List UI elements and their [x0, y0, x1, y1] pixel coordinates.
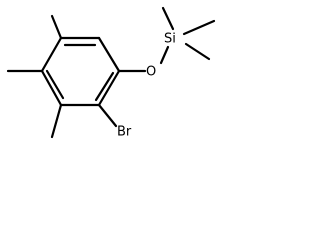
bromine-bond: [97, 103, 118, 128]
ring-bond-6: [40, 36, 63, 73]
ring-bond-2: [97, 36, 121, 73]
ring-double-bond-right: [94, 71, 115, 102]
oxygen-label: O: [146, 65, 156, 80]
bromine-label: Br: [117, 125, 132, 140]
ring-double-bond-left: [45, 69, 65, 100]
molecule-canvas: O Si Br: [0, 0, 221, 151]
silicon-methyl-bond-2: [182, 19, 216, 36]
methyl-bond-bottom: [50, 103, 63, 139]
molecule-structure: O Si Br: [6, 6, 216, 140]
ring-bond-5: [40, 69, 63, 107]
methyl-bond-top: [50, 14, 63, 40]
ring-bond-3: [97, 69, 121, 107]
silicon-methyl-bond-1: [161, 6, 175, 31]
silicon-bond: [159, 45, 170, 65]
silicon-methyl-bond-3: [184, 42, 211, 61]
silicon-label: Si: [164, 32, 176, 47]
